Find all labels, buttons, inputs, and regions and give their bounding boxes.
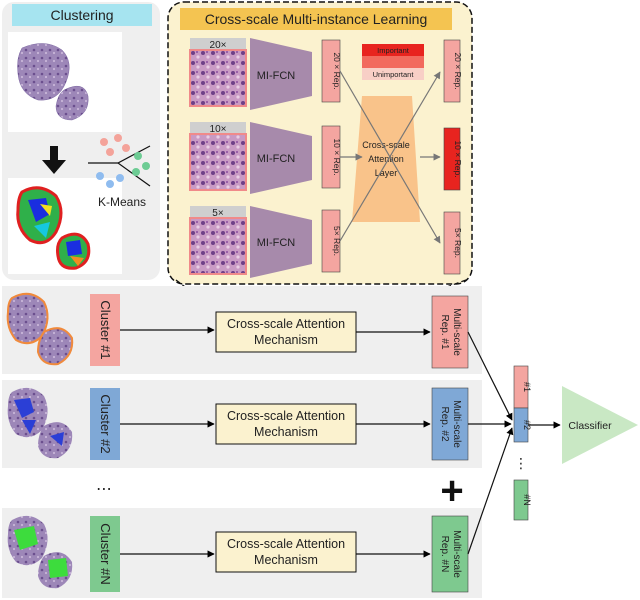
mechanism-line-2: Mechanism (254, 425, 318, 439)
attention-arrows (339, 70, 441, 244)
cluster-n-mechanism (215, 531, 357, 573)
attention-layer-line-3: Layer (375, 168, 398, 178)
concat-arrows (467, 331, 514, 555)
classifier-block (562, 386, 638, 464)
concat-vector: #1 #2 ⋮ #N (513, 365, 532, 521)
mechanism-line-1: Cross-scale Attention (227, 317, 345, 331)
cluster-2-mechanism (215, 403, 357, 445)
cluster-2-label: Cluster #2 (98, 394, 113, 453)
rep-label: 20 × Rep. (332, 52, 342, 89)
rep-line-1: Multi-scale (451, 530, 462, 578)
scale-label: 10× (210, 124, 227, 135)
down-arrow-icon (42, 146, 66, 174)
patch-image (189, 217, 247, 275)
cml-panel: Cross-scale Multi-instance Learning 20× … (167, 1, 473, 285)
classifier-label: Classifier (568, 420, 612, 432)
legend-unimportant-swatch (362, 68, 424, 80)
out-rep-label: 5× Rep. (453, 228, 463, 258)
cluster-n-label: Cluster #N (98, 523, 113, 584)
cluster-2-thumbnail (7, 387, 73, 459)
patch-image (189, 49, 247, 107)
attention-layer-line-1: Cross-scale (362, 140, 410, 150)
concat-item-n (513, 479, 529, 521)
cluster-row-n: Cluster #N Cross-scale Attention Mechani… (2, 508, 482, 598)
mi-fcn-block (250, 122, 312, 194)
kmeans-icon (88, 134, 151, 188)
out-rep-label: 10 × Rep. (453, 140, 463, 177)
clustering-title-bg (12, 4, 152, 26)
scale-label: 20× (210, 40, 227, 51)
cluster-1-label-box (90, 294, 120, 366)
out-rep-5x (443, 211, 461, 275)
cluster-1-mechanism (215, 311, 357, 353)
kmeans-label: K-Means (98, 195, 146, 209)
legend-unimportant-label: Unimportant (373, 70, 415, 79)
cluster-n-thumbnail (7, 515, 73, 589)
rep-line-2: Rep. #N (439, 536, 450, 573)
rep-line-2: Rep. #2 (439, 406, 450, 441)
wsi-thumbnail (17, 43, 89, 121)
mi-fcn-block (250, 206, 312, 278)
clustered-wsi-thumbnail (8, 178, 122, 274)
mechanism-line-1: Cross-scale Attention (227, 537, 345, 551)
cluster-n-label-box (90, 516, 120, 592)
cluster-row-1: Cluster #1 Cross-scale Attention Mechani… (2, 286, 482, 374)
scale-row-5x: 5× MI-FCN 5× Rep. (189, 206, 342, 278)
attention-layer-block (352, 96, 420, 222)
out-rep-20x (443, 39, 461, 103)
cluster-1-thumbnail (6, 292, 74, 366)
importance-legend: Important Unimportant (362, 44, 424, 80)
cluster-2-label-box (90, 388, 120, 460)
mi-fcn-block (250, 38, 312, 110)
mechanism-line-1: Cross-scale Attention (227, 409, 345, 423)
rep-label: 10 × Rep. (332, 138, 342, 175)
scale-label: 5× (212, 208, 224, 219)
plus-icon: + (440, 469, 463, 513)
cluster-ellipsis: ⋯ (96, 481, 112, 498)
mechanism-line-2: Mechanism (254, 333, 318, 347)
cluster-1-label: Cluster #1 (98, 300, 113, 359)
rep-line-1: Multi-scale (451, 308, 462, 356)
clustering-panel: Clustering (2, 2, 160, 280)
out-rep-10x (443, 127, 461, 191)
cluster-n-rep (431, 515, 469, 593)
concat-item-2-label: #2 (522, 420, 532, 430)
attention-layer-line-2: Attention (368, 154, 404, 164)
legend-important-label: Important (377, 46, 410, 55)
out-rep-label: 20 × Rep. (453, 52, 463, 89)
concat-ellipsis: ⋮ (514, 455, 528, 471)
cml-title: Cross-scale Multi-instance Learning (205, 11, 428, 27)
mechanism-line-2: Mechanism (254, 553, 318, 567)
legend-mid-swatch (362, 56, 424, 68)
scale-row-20x: 20× MI-FCN 20 × Rep. (189, 38, 342, 110)
mi-fcn-label: MI-FCN (257, 237, 296, 249)
cluster-row-2: Cluster #2 Cross-scale Attention Mechani… (2, 380, 482, 468)
rep-line-2: Rep. #1 (439, 314, 450, 349)
mi-fcn-label: MI-FCN (257, 70, 296, 82)
mi-fcn-label: MI-FCN (257, 153, 296, 165)
rep-label: 5× Rep. (332, 226, 342, 256)
scale-row-10x: 10× MI-FCN 10 × Rep. (189, 122, 342, 194)
concat-item-1-label: #1 (522, 382, 532, 392)
cluster-2-rep (431, 387, 469, 461)
clustering-title: Clustering (50, 7, 113, 23)
cluster-1-rep (431, 295, 469, 369)
concat-item-n-label: #N (522, 494, 532, 506)
cml-title-bg (180, 8, 452, 30)
patch-image (189, 133, 247, 191)
legend-important-swatch (362, 44, 424, 56)
rep-line-1: Multi-scale (451, 400, 462, 448)
